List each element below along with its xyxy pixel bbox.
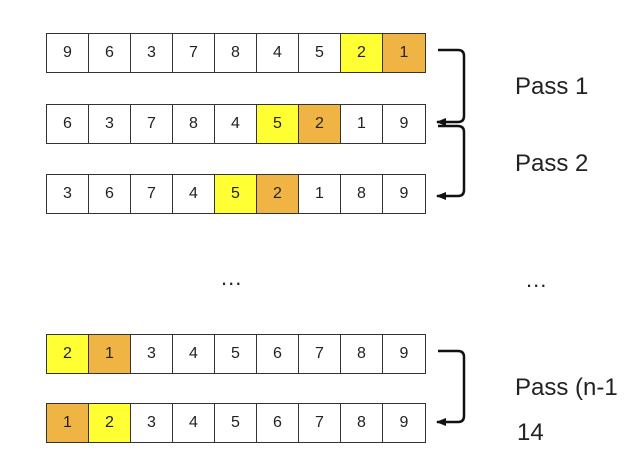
array-cell: 9 (383, 105, 425, 143)
pass-1-arrow (436, 48, 466, 126)
array-cell: 3 (89, 105, 131, 143)
array-cell: 8 (341, 175, 383, 213)
array-cell: 2 (257, 175, 299, 213)
array-cell: 4 (215, 105, 257, 143)
array-cell: 7 (173, 34, 215, 72)
array-cell: 5 (215, 175, 257, 213)
array-cell: 2 (341, 34, 383, 72)
array-cell: 9 (383, 175, 425, 213)
array-cell: 9 (383, 404, 425, 442)
array-cell: 1 (89, 335, 131, 373)
array-cell: 6 (47, 105, 89, 143)
pass-2-label: Pass 2 (515, 150, 589, 177)
array-cell: 4 (173, 175, 215, 213)
pass-2-arrow (436, 124, 466, 200)
array-cell: 2 (299, 105, 341, 143)
array-cell: 8 (173, 105, 215, 143)
array-cell: 7 (131, 105, 173, 143)
ellipsis-right: ... (526, 267, 548, 292)
array-cell: 1 (383, 34, 425, 72)
array-cell: 7 (299, 404, 341, 442)
array-cell: 1 (299, 175, 341, 213)
array-cell: 3 (131, 404, 173, 442)
array-cell: 7 (299, 335, 341, 373)
array-cell: 2 (89, 404, 131, 442)
array-cell: 3 (131, 34, 173, 72)
array-cell: 1 (47, 404, 89, 442)
array-cell: 3 (47, 175, 89, 213)
array-cell: 5 (257, 105, 299, 143)
array-cell: 8 (215, 34, 257, 72)
pass-n-label-line2: 14 (517, 419, 544, 446)
ellipsis-left: ... (221, 265, 243, 290)
array-cell: 6 (257, 404, 299, 442)
array-cell: 1 (341, 105, 383, 143)
array-cell: 3 (131, 335, 173, 373)
array-cell: 9 (47, 34, 89, 72)
array-cell: 5 (299, 34, 341, 72)
array-cell: 6 (89, 34, 131, 72)
array-cell: 6 (257, 335, 299, 373)
array-cell: 4 (173, 335, 215, 373)
array-cell: 7 (131, 175, 173, 213)
array-cell: 5 (215, 404, 257, 442)
array-cell: 8 (341, 404, 383, 442)
array-cell: 9 (383, 335, 425, 373)
array-cell: 8 (341, 335, 383, 373)
pass-1-label: Pass 1 (515, 73, 589, 100)
array-cell: 4 (173, 404, 215, 442)
array-cell: 2 (47, 335, 89, 373)
array-cell: 6 (89, 175, 131, 213)
pass-n-label: Pass (n-1 (515, 374, 618, 401)
array-cell: 5 (215, 335, 257, 373)
array-cell: 4 (257, 34, 299, 72)
pass-n-arrow (436, 349, 466, 426)
